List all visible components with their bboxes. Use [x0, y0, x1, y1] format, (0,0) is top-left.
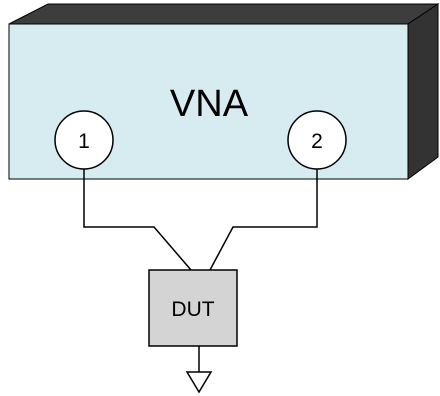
- vna-label: VNA: [170, 83, 249, 125]
- dut-label: DUT: [171, 298, 214, 321]
- dut-box: [148, 269, 238, 347]
- ground-symbol: [185, 346, 213, 394]
- port-1: 1: [54, 110, 114, 170]
- port-2-label: 2: [311, 130, 323, 153]
- ground-triangle-icon: [185, 371, 213, 394]
- cable-port-2: [209, 169, 318, 271]
- port-2: 2: [287, 110, 347, 170]
- cable-port-1: [83, 169, 192, 271]
- vna-side-face: [407, 3, 439, 180]
- vna-top-face: [8, 3, 440, 25]
- port-1-label: 1: [78, 130, 90, 153]
- dut: DUT: [148, 269, 238, 347]
